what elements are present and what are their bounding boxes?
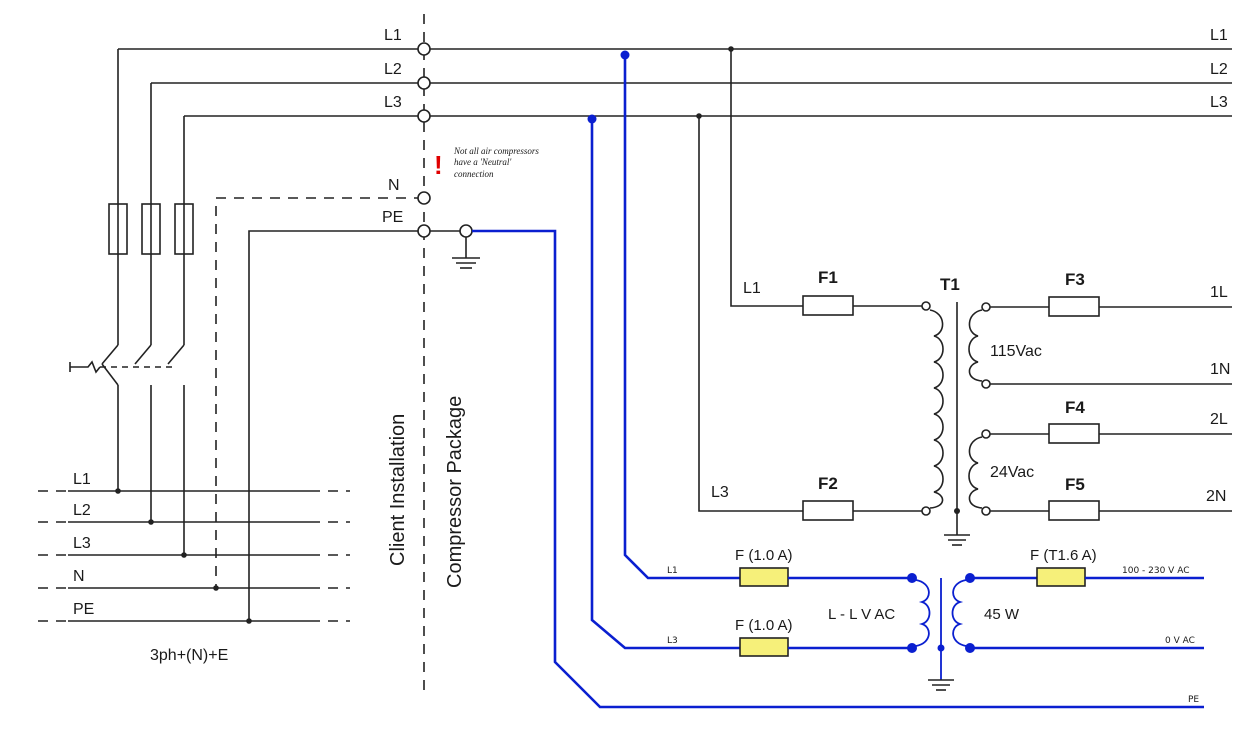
label-115vac: 115Vac <box>990 343 1042 360</box>
label-lv-power: 45 W <box>984 606 1020 623</box>
fuse-f1 <box>802 295 854 316</box>
t1-secondary-115 <box>968 302 991 389</box>
lv-core-dot <box>937 644 945 652</box>
label-fuse-lv-a: F (1.0 A) <box>735 547 793 564</box>
terminal-l2 <box>417 76 431 90</box>
terminal-earth <box>459 224 473 238</box>
bus-label-l3: L3 <box>73 535 91 552</box>
fuse-f3 <box>1048 296 1100 317</box>
compressor-package-label: Compressor Package <box>444 396 466 588</box>
earth-symbol <box>452 237 480 269</box>
supply-label: 3ph+(N)+E <box>150 647 228 664</box>
client-installation-label: Client Installation <box>387 414 409 566</box>
label-l1-right: L1 <box>1210 27 1228 44</box>
fuse-lv-a <box>739 567 789 587</box>
label-l2-left: L2 <box>384 61 402 78</box>
bus-label-l1: L1 <box>73 471 91 488</box>
label-f2: F2 <box>818 474 838 493</box>
note-line-2: have a 'Neutral' <box>454 157 512 167</box>
label-fuse-lv-c: F (T1.6 A) <box>1030 547 1097 564</box>
fuse-lv-b <box>739 637 789 657</box>
t1-earth-symbol <box>944 534 970 546</box>
main-switch <box>69 344 185 555</box>
terminal-n <box>417 191 431 205</box>
lv-primary-winding <box>915 579 931 647</box>
wire-n-left <box>215 197 424 588</box>
lv-in-l1: L1 <box>667 566 678 576</box>
out-2n: 2N <box>1206 488 1226 505</box>
t1-in-l3: L3 <box>711 484 729 501</box>
label-24vac: 24Vac <box>990 464 1034 481</box>
t1-in-l1: L1 <box>743 280 761 297</box>
fuse-f2 <box>802 500 854 521</box>
bus-label-pe: PE <box>73 601 94 618</box>
label-l3-right: L3 <box>1210 94 1228 111</box>
out-0v-label: 0 V AC <box>1165 636 1195 646</box>
label-l1-left: L1 <box>384 27 402 44</box>
lv-in-l3: L3 <box>667 636 678 646</box>
lv-secondary-winding <box>951 579 967 647</box>
label-pe-left: PE <box>382 209 403 226</box>
bus-label-l2: L2 <box>73 502 91 519</box>
label-lv-primary: L - L V AC <box>828 606 895 623</box>
note-mark: ! <box>434 150 443 180</box>
terminal-l1 <box>417 42 431 56</box>
lv-earth-symbol <box>928 679 954 691</box>
out-ac-label: 100 - 230 V AC <box>1122 566 1190 576</box>
bus-label-n: N <box>73 568 85 585</box>
label-f4: F4 <box>1065 398 1085 417</box>
label-t1: T1 <box>940 275 960 294</box>
note-line-3: connection <box>454 169 494 179</box>
blue-pe-wire <box>472 229 1204 709</box>
t1-feed-l1 <box>730 49 803 307</box>
label-f5: F5 <box>1065 475 1085 494</box>
t1-core-dot <box>954 508 960 514</box>
out-2l: 2L <box>1210 411 1228 428</box>
terminal-l3 <box>417 109 431 123</box>
fuse-f4 <box>1048 423 1100 444</box>
lv-primary-bottom-dot <box>907 643 917 653</box>
blue-feed-l3 <box>590 119 740 650</box>
lv-primary-top-dot <box>907 573 917 583</box>
out-1l: 1L <box>1210 284 1228 301</box>
label-fuse-lv-b: F (1.0 A) <box>735 617 793 634</box>
label-f1: F1 <box>818 268 838 287</box>
label-l3-left: L3 <box>384 94 402 111</box>
label-f3: F3 <box>1065 270 1085 289</box>
blue-feed-l1 <box>623 55 740 580</box>
t1-feed-l3 <box>698 116 803 512</box>
lv-pe-label: PE <box>1188 695 1199 705</box>
out-1n: 1N <box>1210 361 1230 378</box>
label-n-left: N <box>388 177 400 194</box>
terminal-pe <box>417 224 431 238</box>
note-line-1: Not all air compressors <box>453 146 539 156</box>
label-l2-right: L2 <box>1210 61 1228 78</box>
t1-primary-winding <box>921 301 944 516</box>
supply-bus <box>38 488 350 624</box>
fuse-lv-c <box>1036 567 1086 587</box>
t1-secondary-24 <box>968 429 991 516</box>
fuse-f5 <box>1048 500 1100 521</box>
